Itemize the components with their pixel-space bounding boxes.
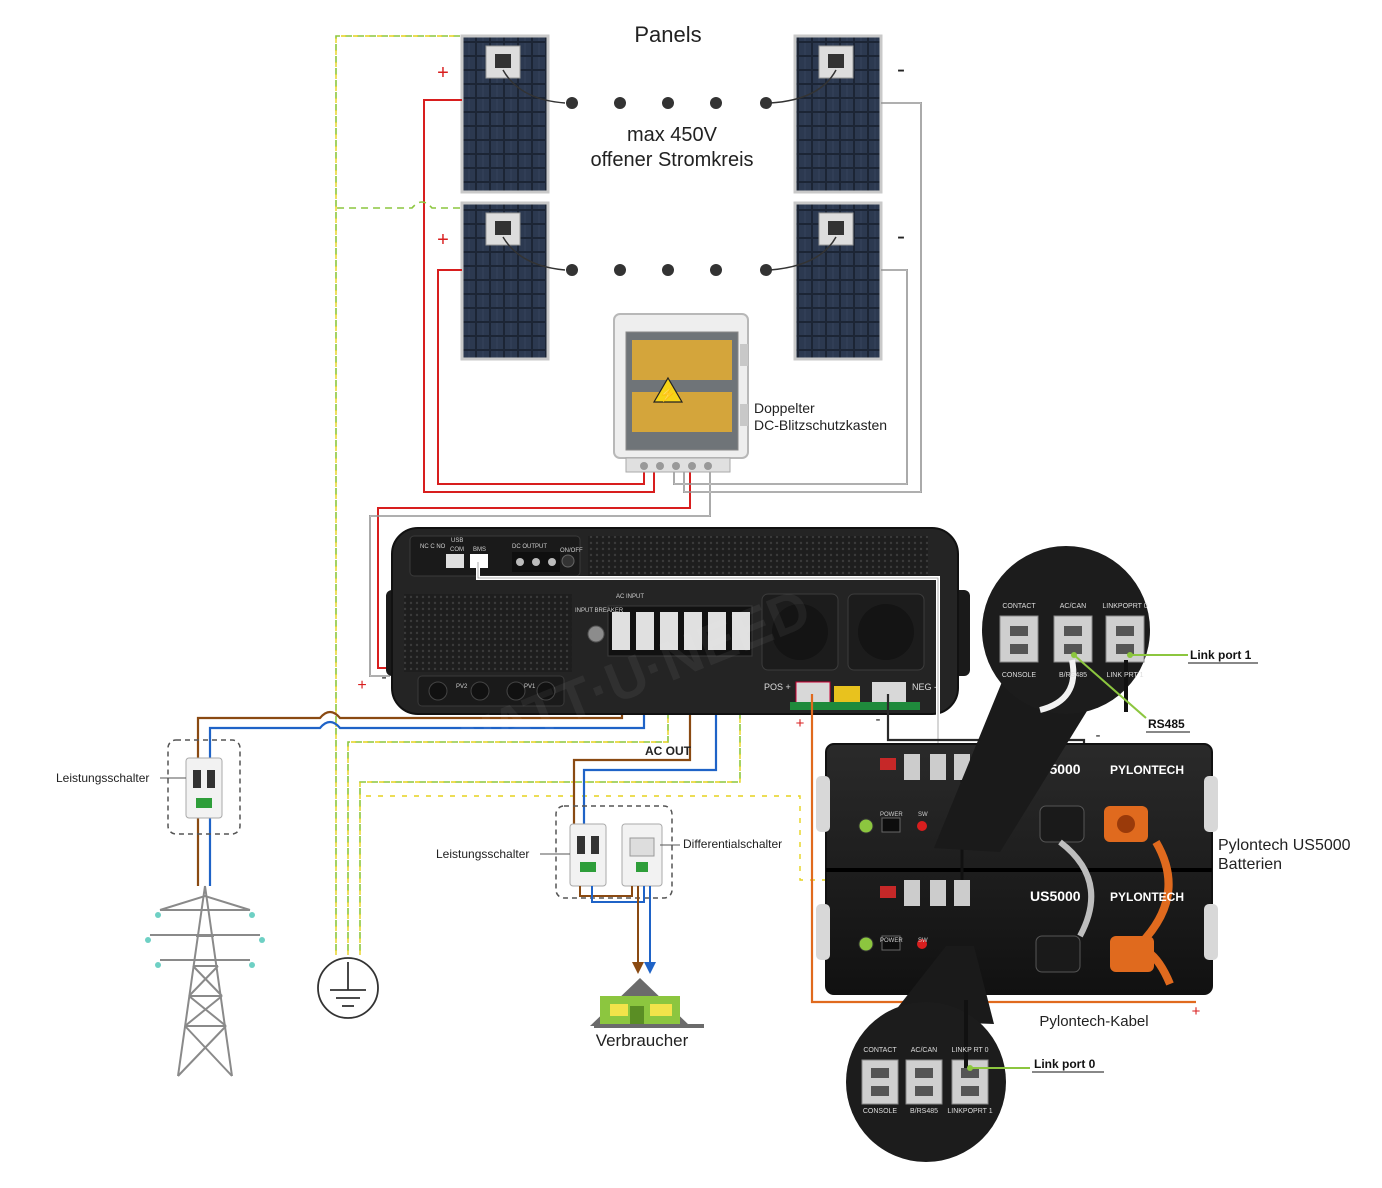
ground-wires-yellow: [335, 35, 848, 955]
battery-rack: [816, 743, 1218, 995]
battery-power-lower: POWER: [880, 938, 903, 944]
port-com: COM: [450, 547, 464, 553]
combiner-label-line2: DC-Blitzschutzkasten: [754, 417, 887, 433]
grid-feed-wires: [196, 818, 212, 886]
battery-label-line2: Batterien: [1218, 856, 1282, 873]
port-input-breaker: INPUT BREAKER: [575, 608, 624, 614]
link-port-0-label: Link port 0: [1034, 1057, 1096, 1071]
port-nc-c-no: NC C NO: [420, 544, 446, 550]
solar-panel-top-left: [460, 34, 550, 194]
zoom-top-contact: CONTACT: [1002, 603, 1036, 610]
load-breaker-enclosure: [555, 805, 673, 899]
rcd-label: Differentialschalter: [683, 837, 782, 851]
svg-text:⚡: ⚡: [659, 386, 676, 403]
hybrid-inverter: [386, 527, 970, 715]
port-ac-input: AC INPUT: [616, 594, 644, 600]
inverter-minus: -: [381, 669, 386, 686]
inverter-plus: +: [357, 677, 366, 694]
rs485-label: RS485: [1148, 717, 1185, 731]
battery-label-line1: Pylontech US5000: [1218, 837, 1351, 854]
earth-ground-icon: [317, 957, 379, 1019]
power-pylon-icon: [145, 885, 265, 1077]
string-dots-top: [566, 97, 772, 109]
zoom-bottom-brs: B/RS485: [910, 1108, 938, 1115]
breaker-to-rcd-wires: [579, 886, 651, 962]
inverter-port-labels: USB COM BMS DC OUTPUT ON/OFF NC C NO AC …: [420, 538, 937, 692]
port-pos: POS +: [764, 682, 791, 692]
panel-minus-bottom: -: [897, 223, 905, 250]
port-usb: USB: [451, 538, 463, 544]
zoom-top-console: CONSOLE: [1002, 672, 1037, 679]
load-circuit-breaker: [569, 823, 607, 887]
voltage-limit-line1: max 450V: [627, 124, 718, 146]
battery-sw-lower: SW: [918, 938, 928, 944]
ground-wires: [335, 35, 866, 955]
zoom-bottom-linkport: LINKP RT 0: [952, 1047, 989, 1054]
battery-power-upper: POWER: [880, 812, 903, 818]
zoom-bottom-contact: CONTACT: [863, 1047, 897, 1054]
zoom-callout-bottom: [846, 946, 1006, 1162]
battery-sw-upper: SW: [918, 812, 928, 818]
voltage-limit-line2: offener Stromkreis: [590, 149, 753, 171]
zoom-top-brs: B/RS485: [1059, 672, 1087, 679]
port-neg: NEG -: [912, 682, 937, 692]
house-icon: [590, 978, 704, 1028]
port-on-off: ON/OFF: [560, 548, 583, 554]
pv-negative-inner: [369, 102, 922, 677]
residual-current-device: [621, 823, 663, 887]
battery-minus-upper: -: [876, 711, 881, 728]
load-breaker-label: Leistungsschalter: [436, 847, 529, 861]
ac-input-wires: [196, 652, 646, 762]
battery-plus-upper: +: [796, 715, 805, 732]
zoom-callout-top: [934, 546, 1150, 852]
zoom-top-linkport1: LINK PRT 1: [1106, 672, 1143, 679]
solar-panel-top-right: [793, 34, 883, 194]
zoom-bottom-accan: AC/CAN: [911, 1047, 937, 1054]
pylontech-cable-label: Pylontech-Kabel: [1039, 1013, 1148, 1030]
pv-positive-wires: [377, 99, 691, 669]
solar-panel-bottom-right: [793, 201, 883, 361]
combiner-label-line1: Doppelter: [754, 400, 815, 416]
battery-brand-lower: PYLONTECH: [1110, 890, 1184, 904]
port-pv2: PV2: [456, 684, 468, 690]
zoom-top-linkport: LINKPOPRT 0: [1102, 603, 1147, 610]
port-bms: BMS: [473, 547, 486, 553]
panel-plus-top: +: [437, 62, 449, 84]
link-port-1-pointer: [1073, 654, 1188, 719]
dc-combiner-box: ⚡: [613, 313, 749, 473]
panels-title: Panels: [634, 22, 701, 47]
panel-plus-bottom: +: [437, 229, 449, 251]
string-dots-bottom: [566, 264, 772, 276]
battery-brand-upper: PYLONTECH: [1110, 763, 1184, 777]
battery-plus-lower: +: [1192, 1003, 1201, 1020]
link-port-1-label: Link port 1: [1190, 648, 1252, 662]
consumer-label: Verbraucher: [596, 1031, 689, 1050]
battery-model-lower: US5000: [1030, 888, 1081, 904]
port-pv1: PV1: [524, 684, 536, 690]
grid-breaker-label: Leistungsschalter: [56, 771, 149, 785]
port-dc-output: DC OUTPUT: [512, 544, 547, 550]
panel-string-leads: [502, 69, 837, 271]
battery-minus-link: -: [1096, 727, 1101, 744]
solar-panel-bottom-left: [460, 201, 550, 361]
zoom-bottom-linkport1: LINKPOPRT 1: [947, 1108, 992, 1115]
grid-breaker-enclosure: [167, 739, 241, 835]
ac-out-label: AC OUT: [645, 744, 692, 758]
panel-minus-top: -: [897, 56, 905, 83]
zoom-bottom-console: CONSOLE: [863, 1108, 898, 1115]
zoom-top-accan: AC/CAN: [1060, 603, 1086, 610]
grid-circuit-breaker: [185, 757, 223, 819]
